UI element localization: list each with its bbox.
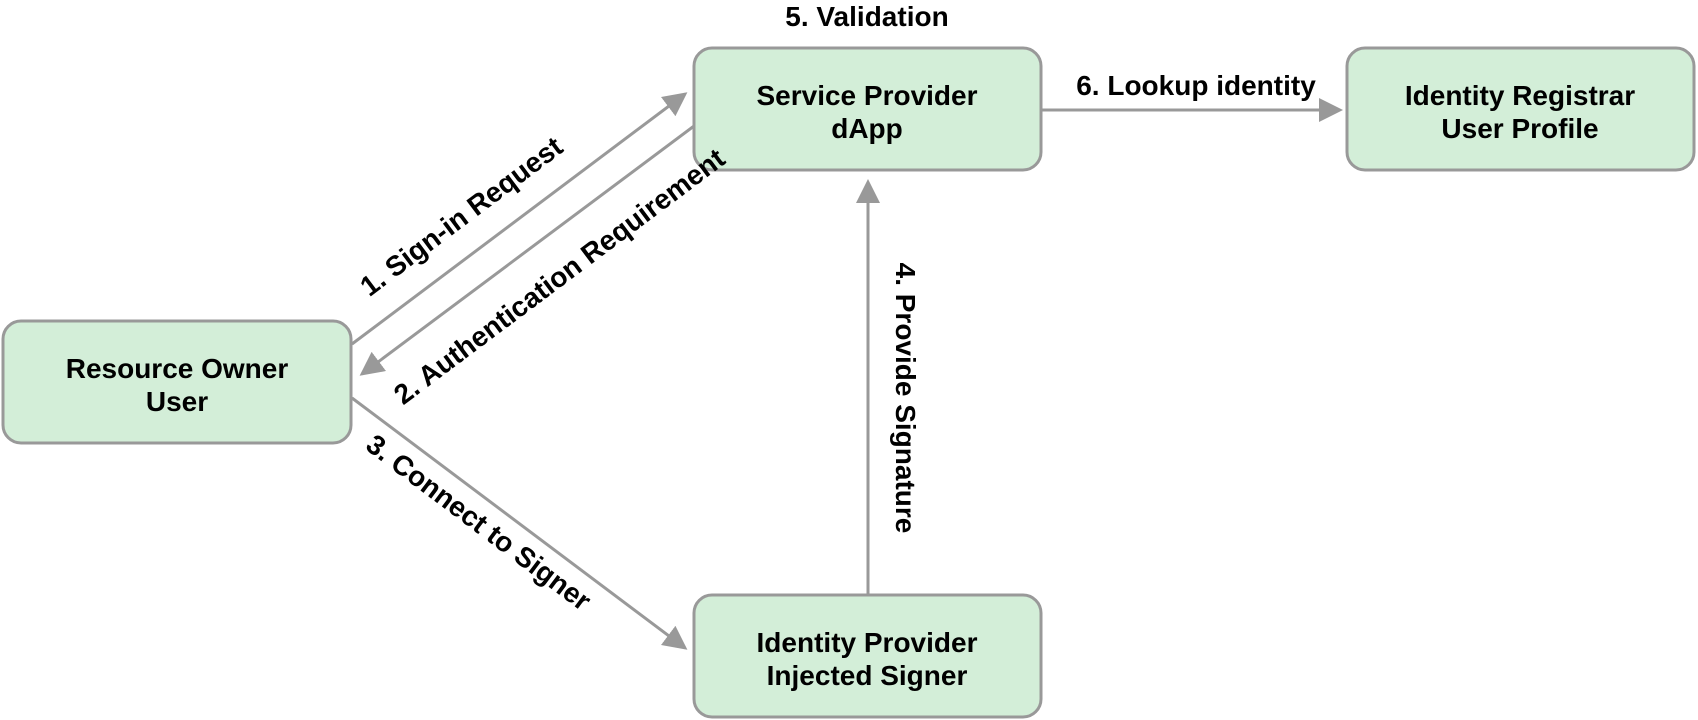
edge-label-provide-signature: 4. Provide Signature <box>890 263 921 534</box>
edge-label-auth-requirement: 2. Authentication Requirement <box>388 142 730 410</box>
node-identity-provider-line1: Identity Provider <box>757 627 978 658</box>
node-identity-provider: Identity Provider Injected Signer <box>692 593 1043 719</box>
edge-auth-requirement-arrow <box>359 124 695 376</box>
node-identity-registrar-line2: User Profile <box>1441 113 1598 144</box>
edge-connect-signer-arrow <box>351 396 688 650</box>
node-service-provider: Service Provider dApp <box>692 46 1043 172</box>
node-identity-provider-line2: Injected Signer <box>767 660 968 691</box>
node-resource-owner: Resource Owner User <box>1 319 353 445</box>
edge-label-connect-signer: 3. Connect to Signer <box>361 428 597 616</box>
node-resource-owner-line2: User <box>146 386 208 417</box>
edge-label-validation: 5. Validation <box>785 1 948 32</box>
node-service-provider-line1: Service Provider <box>756 80 977 111</box>
edge-sign-in-arrow <box>351 92 688 346</box>
node-identity-registrar-line1: Identity Registrar <box>1405 80 1635 111</box>
node-identity-registrar: Identity Registrar User Profile <box>1345 46 1696 172</box>
edge-label-lookup-identity: 6. Lookup identity <box>1076 70 1316 101</box>
node-resource-owner-line1: Resource Owner <box>66 353 289 384</box>
node-service-provider-line2: dApp <box>831 113 903 144</box>
